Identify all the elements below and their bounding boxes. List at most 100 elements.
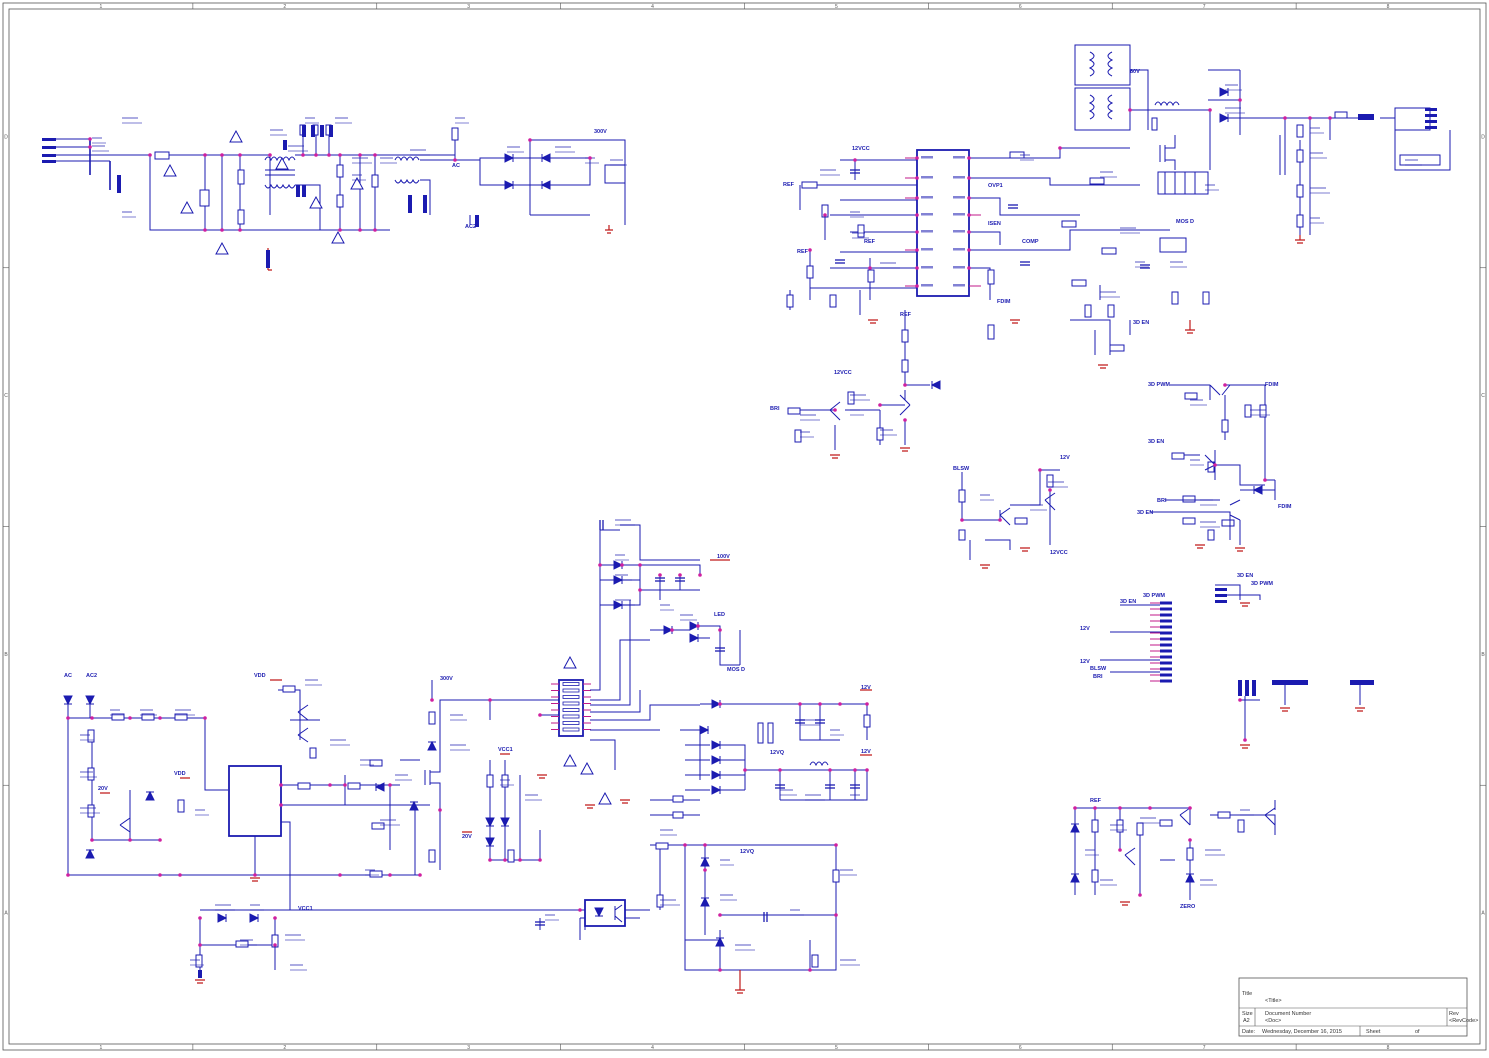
- net-bri-3: BRI: [1093, 674, 1103, 680]
- date-value: Wednesday, December 16, 2015: [1262, 1029, 1342, 1035]
- net-isen: ISEN: [988, 221, 1001, 227]
- sheet-label: Sheet: [1366, 1029, 1381, 1035]
- sheet-of: of: [1415, 1029, 1420, 1035]
- zone-row-left: D: [4, 134, 8, 140]
- standby-mosfet: [424, 699, 491, 810]
- ac-input-connector: [42, 138, 56, 163]
- main-transformer: [558, 679, 584, 737]
- control-connector-pins: [1150, 601, 1172, 683]
- zone-col-bottom: 8: [1387, 1045, 1390, 1051]
- title-value: <Title>: [1265, 998, 1282, 1004]
- net-ref-1: REF: [783, 182, 795, 188]
- net-en-3d-2: 3D EN: [1148, 439, 1164, 445]
- zone-col-top: 8: [1387, 4, 1390, 10]
- net-v12vcc-q: 12VCC: [834, 370, 852, 376]
- net-en-3d-3: 3D EN: [1137, 510, 1153, 516]
- net-fdim-1: FDIM: [997, 299, 1011, 305]
- net-bri-1: BRI: [770, 406, 780, 412]
- zone-col-bottom: 7: [1203, 1045, 1206, 1051]
- net-fdim-2: FDIM: [1265, 382, 1279, 388]
- standby-pwm-ic: [228, 765, 282, 837]
- main-transformer-pins: [551, 682, 591, 732]
- net-blsw-2: BLSW: [1090, 666, 1107, 672]
- component-labels: [80, 84, 1422, 971]
- net-v20-2: 20V: [462, 834, 472, 840]
- net-vled: LED: [714, 612, 725, 618]
- net-mos-d-1: MOS D: [1176, 219, 1194, 225]
- zone-row-right: A: [1481, 911, 1485, 917]
- date-label: Date:: [1242, 1029, 1256, 1035]
- net-v12-2: 12V: [1080, 626, 1090, 632]
- net-comp: COMP: [1022, 239, 1039, 245]
- zone-col-top: 1: [100, 4, 103, 10]
- zone-col-bottom: 4: [651, 1045, 654, 1051]
- common-mode-choke-2: [394, 156, 420, 184]
- net-v12-1: 12V: [1060, 455, 1070, 461]
- net-v80: 80V: [1130, 69, 1140, 75]
- rev-value: <RevCode>: [1449, 1018, 1478, 1024]
- net-v20-1: 20V: [98, 786, 108, 792]
- secondary-section: 100V LED MOS D 12V 12V 12VQ 12VQ: [485, 520, 872, 994]
- net-v12q-2: 12VQ: [740, 849, 755, 855]
- blsw-section: BLSW 12V 12VCC: [953, 455, 1070, 569]
- power-mosfet: [1159, 135, 1187, 253]
- zone-row-right: D: [1481, 134, 1485, 140]
- net-ac-mid: AC: [452, 163, 460, 169]
- net-vdd-2: VDD: [174, 771, 186, 777]
- control-connector: 3D EN 3D PWM 12V 12V BLSW BRI 3D EN 3D P…: [1080, 573, 1374, 749]
- zone-row-right: C: [1481, 393, 1485, 399]
- zone-col-top: 5: [835, 4, 838, 10]
- net-ref-4: REF: [900, 312, 912, 318]
- net-en-3d-1: 3D EN: [1133, 320, 1149, 326]
- net-v12-5: 12V: [861, 749, 871, 755]
- net-v300-bot: 300V: [440, 676, 453, 682]
- zone-col-top: 7: [1203, 4, 1206, 10]
- zone-col-bottom: 5: [835, 1045, 838, 1051]
- net-v12-3: 12V: [1080, 659, 1090, 665]
- mounting-headers: [1238, 680, 1374, 749]
- net-v12vcc-blsw: 12VCC: [1050, 550, 1068, 556]
- net-ovp1: OVP1: [988, 183, 1003, 189]
- bridge-rectifier: [479, 139, 626, 225]
- zone-col-bottom: 2: [283, 1045, 286, 1051]
- zone-row-left: A: [4, 911, 8, 917]
- net-blsw-1: BLSW: [953, 466, 970, 472]
- net-ref-2: REF: [797, 249, 809, 255]
- zone-col-bottom: 3: [467, 1045, 470, 1051]
- net-vcc1-1: VCC1: [298, 906, 313, 912]
- zone-col-bottom: 6: [1019, 1045, 1022, 1051]
- net-pwm-3d-1: 3D PWM: [1148, 382, 1170, 388]
- output-transformer: [1074, 44, 1180, 131]
- net-v12-4: 12V: [861, 685, 871, 691]
- output-connector: [1380, 107, 1451, 171]
- size-label: Size: [1242, 1011, 1253, 1017]
- net-ac2-bot: AC2: [86, 673, 97, 679]
- net-en-3d-4: 3D EN: [1120, 599, 1136, 605]
- zero-detect-section: REF ZERO: [1070, 798, 1276, 910]
- junction-dots: [66, 98, 1332, 972]
- zone-col-top: 2: [283, 4, 286, 10]
- zone-row-right: B: [1481, 652, 1485, 658]
- zone-col-top: 3: [467, 4, 470, 10]
- net-mos-d-2: MOS D: [727, 667, 745, 673]
- net-vcc1-2: VCC1: [498, 747, 513, 753]
- net-bri-2: BRI: [1157, 498, 1167, 504]
- ac-input-section: AC AC2 300V: [42, 124, 626, 271]
- zone-col-top: 6: [1019, 4, 1022, 10]
- dimming-section: 3D PWM 3D EN 3D EN BRI FDIM FDIM: [1137, 382, 1292, 552]
- docnum-value: <Doc>: [1265, 1018, 1281, 1024]
- net-v100: 100V: [717, 554, 730, 560]
- net-pwm-3d-3: 3D PWM: [1251, 581, 1273, 587]
- net-ac: AC: [64, 673, 72, 679]
- net-v12q-1: 12VQ: [770, 750, 785, 756]
- net-vdd-1: VDD: [254, 673, 266, 679]
- led-driver-ic: [916, 149, 970, 297]
- title-block: Title <Title> Size A2 Document Number <D…: [1238, 977, 1478, 1037]
- size-value: A2: [1243, 1018, 1250, 1024]
- decoupling-caps: [835, 169, 1150, 269]
- docnum-label: Document Number: [1265, 1011, 1311, 1017]
